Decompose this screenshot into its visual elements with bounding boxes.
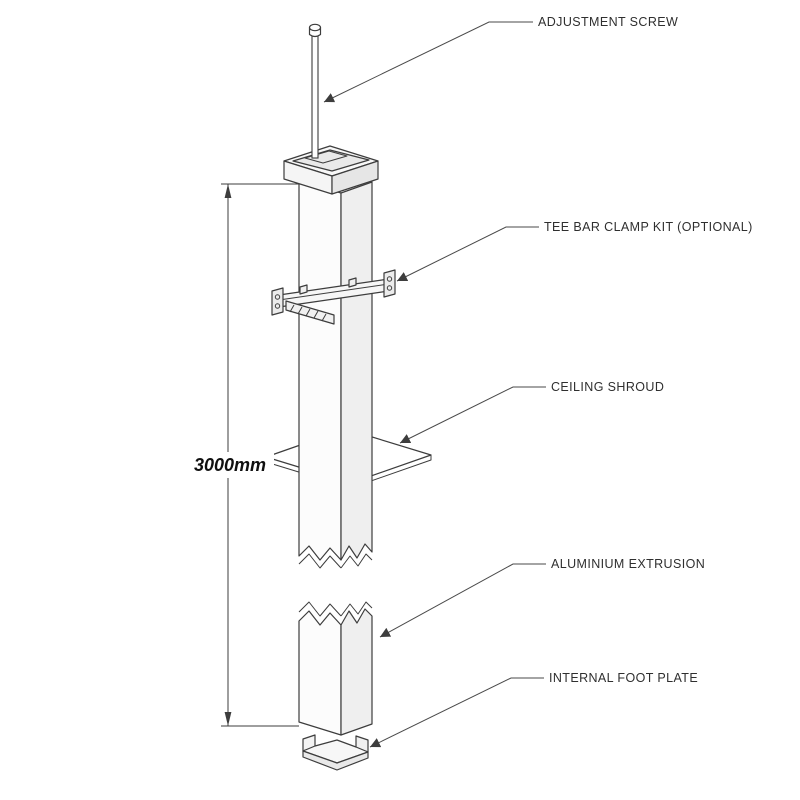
dimension-label-bg bbox=[186, 452, 274, 478]
tee-bar-clamp-part bbox=[271, 269, 396, 325]
break-line-upper-right bbox=[340, 553, 373, 569]
break-line-upper bbox=[298, 553, 342, 569]
extrusion-lower-part bbox=[298, 601, 373, 736]
callout-label-ceiling-shroud: CEILING SHROUD bbox=[551, 380, 664, 394]
dimension-label: 3000mm bbox=[194, 455, 266, 475]
top-cap-part bbox=[283, 145, 379, 195]
dimension-arrow-top bbox=[224, 184, 232, 198]
leader-lines bbox=[323, 21, 546, 748]
callout-label-internal-foot-plate: INTERNAL FOOT PLATE bbox=[549, 671, 698, 685]
dimension-arrow-bottom bbox=[224, 712, 232, 726]
callout-label-tee-bar-clamp: TEE BAR CLAMP KIT (OPTIONAL) bbox=[544, 220, 753, 234]
leader-adjustment-screw bbox=[323, 21, 533, 103]
extrusion-upper-part bbox=[298, 179, 373, 569]
leader-aluminium-extrusion bbox=[379, 563, 546, 638]
break-line-lower-right bbox=[340, 601, 373, 617]
foot-plate-part bbox=[302, 734, 369, 771]
callout-label-aluminium-extrusion: ALUMINIUM EXTRUSION bbox=[551, 557, 705, 571]
callout-labels: ADJUSTMENT SCREW TEE BAR CLAMP KIT (OPTI… bbox=[538, 15, 753, 685]
adjustment-screw-part bbox=[308, 23, 322, 159]
leader-ceiling-shroud bbox=[399, 386, 546, 444]
leader-tee-bar-clamp bbox=[396, 226, 539, 282]
callout-label-adjustment-screw: ADJUSTMENT SCREW bbox=[538, 15, 678, 29]
clamp-hatch-lines bbox=[289, 304, 327, 322]
dimension-label-group: 3000mm bbox=[186, 452, 274, 478]
break-line-lower bbox=[298, 601, 342, 617]
leader-internal-foot-plate bbox=[369, 677, 544, 748]
